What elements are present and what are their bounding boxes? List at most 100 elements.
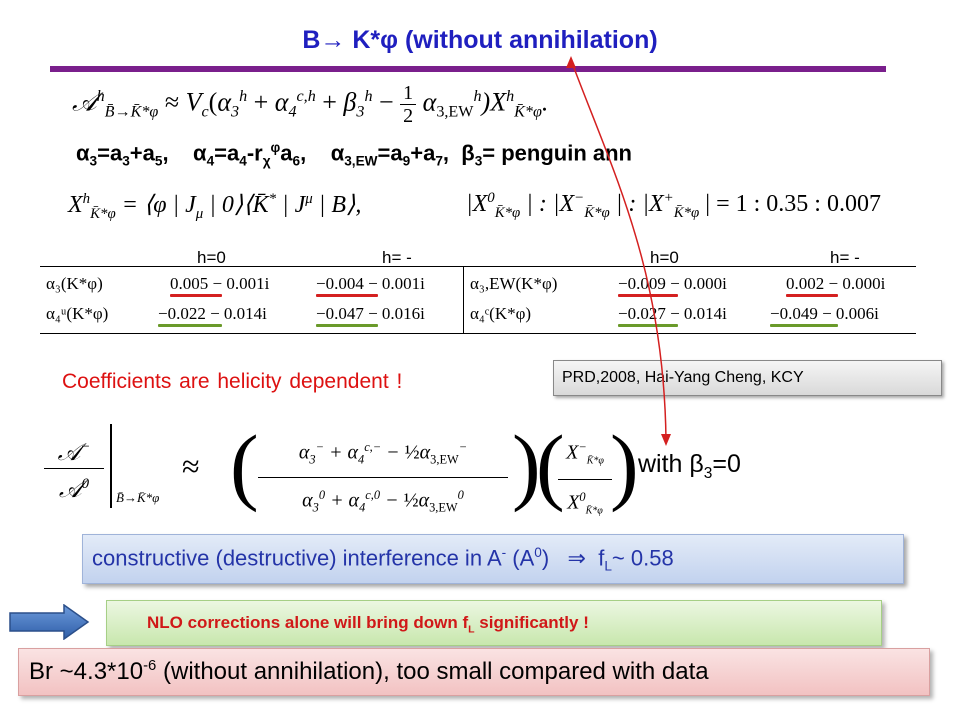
red-underline [170, 294, 222, 297]
eq3-d-half: ½ [403, 489, 419, 512]
green-underline [316, 324, 378, 327]
eq3-sub: B̄→K̄*φ [116, 490, 160, 505]
eq3-x-den: X [567, 491, 580, 514]
eq3-lhs: 𝒜− 𝒜0 [44, 432, 104, 505]
def2-sub: 4 [206, 153, 215, 169]
eq3-d-a4-sup: c,0 [365, 487, 381, 502]
helicity-label-2: h= - [382, 248, 412, 267]
red-underline [316, 294, 378, 297]
interference-mid: (A [506, 545, 535, 571]
right-arrow-icon [9, 604, 90, 640]
eq3-d-a3ew-sup: 0 [457, 487, 464, 502]
eq1-lhs: 𝒜 [72, 87, 97, 117]
def1-alpha: α [76, 140, 90, 166]
def2-alpha: α [193, 140, 207, 166]
eq1-plus2: + [322, 87, 337, 117]
reference-box: PRD,2008, Hai-Yang Cheng, KCY [553, 360, 942, 396]
eq1-x-sub: K̄*φ [514, 103, 542, 121]
interference-text: constructive (destructive) interference … [92, 545, 502, 571]
eq1-a3: α [217, 87, 231, 117]
eq2-x-sub: K̄*φ [90, 205, 116, 222]
def2-sup3: φ [270, 140, 281, 155]
eq3-eval-bar [110, 424, 112, 508]
eq3-d-p1: + α [325, 489, 360, 512]
eq1-plus1: + [253, 87, 269, 117]
helicity-dependence-note: Coefficients are helicity dependent ! [62, 370, 403, 393]
eq1-vc-sub: c [201, 103, 209, 121]
ratio-s2sub: K̄*φ [584, 204, 610, 221]
eq3-d-a3ew-sub: 3,EW [429, 500, 458, 515]
eq3-x-num: X [566, 441, 579, 464]
eq3-den: 𝒜 [58, 477, 82, 503]
table-cell: −0.009 − 0.000i [618, 274, 727, 293]
eq1-a3ew-sup: h [473, 87, 482, 105]
green-underline [770, 324, 838, 327]
amplitude-ratio-equation: 𝒜− 𝒜0 B̄→K̄*φ ≈ ( α3− + α4c,− − ½α3,EW− … [44, 417, 639, 518]
helicity-ratio-equation: |X0K̄*φ | : |X−K̄*φ | : |X+K̄*φ | = 1 : … [466, 190, 881, 222]
nlo-end: significantly ! [474, 613, 589, 632]
eq1-a4-sup: c,h [296, 87, 316, 105]
interference-sup1: - [501, 545, 507, 560]
eq1-a4-sub: 4 [288, 103, 297, 121]
green-underline [618, 324, 678, 327]
eq1-a3-sub: 3 [231, 103, 240, 121]
ratio-p1: |X [466, 191, 488, 217]
nlo-text: NLO corrections alone will bring down f [147, 613, 469, 632]
eq2-end: | B⟩, [312, 192, 362, 218]
def4-rest: = penguin ann [482, 140, 632, 166]
def2-sub3: χ [262, 153, 271, 169]
eq3-n-a3-sub: 3 [309, 452, 316, 467]
def3-alpha: α [330, 140, 345, 166]
eq3-d-a4-sub: 4 [359, 500, 366, 515]
title-b: B [302, 26, 321, 54]
table-cell: 0.002 − 0.000i [786, 274, 886, 293]
def3-comma: , [442, 140, 450, 166]
table-row-label: α₃,EW(K*φ) [470, 274, 558, 293]
eq3-x-num-sup: − [578, 440, 587, 454]
helicity-label-4: h= - [830, 248, 860, 267]
coefficient-definitions: α3=a3+a5, α4=a4-rχφa6, α3,EW=a9+a7, β3= … [76, 140, 632, 169]
slide-title: B→ K*φ (without annihilation) [0, 26, 960, 55]
ratio-s3sup: + [663, 190, 674, 206]
ratio-s1sub: K̄*φ [494, 204, 521, 221]
br-text: Br ~4.3*10 [29, 658, 144, 685]
ratio-p3: | : |X [609, 191, 664, 217]
eq1-x-sup: h [506, 87, 515, 105]
eq1-frac-den: 2 [403, 105, 414, 127]
eq3-n-half: ½ [404, 441, 420, 464]
eq3-approx: ≈ [182, 448, 200, 484]
eq2-mu1: μ [195, 205, 204, 222]
interference-close: ) [541, 545, 550, 571]
table-cell: −0.027 − 0.014i [618, 304, 727, 323]
eq1-a3-sup: h [239, 87, 248, 105]
eq3-n-a3ew-sup: − [458, 440, 468, 454]
with-beta: β [689, 450, 704, 478]
ratio-s2sup: − [574, 190, 585, 206]
title-divider [50, 66, 886, 72]
eq2-mid: | 0⟩⟨K̄ [203, 192, 269, 218]
eq2-x-sup: h [82, 191, 91, 207]
eq1-frac: 1 2 [400, 82, 417, 127]
table-row-label: α₃(K*φ) [46, 274, 103, 293]
interference-sup2: 0 [534, 545, 542, 560]
title-rest: (without annihilation) [398, 26, 658, 54]
def4-sub: 3 [474, 153, 483, 169]
def2-sub2: 4 [239, 153, 247, 169]
eq3-paren-open-2: ( [536, 417, 565, 513]
matrix-element-equation: XhK̄*φ = ⟨φ | Jμ | 0⟩⟨K̄* | Jμ | B⟩, [68, 190, 361, 223]
table-cell: 0.005 − 0.001i [170, 274, 270, 293]
eq3-n-a3ew: α [419, 441, 431, 464]
def1-sub3: 5 [154, 153, 163, 169]
eq1-vc: V [185, 87, 202, 117]
interference-box: constructive (destructive) interference … [82, 534, 904, 584]
eq3-paren-open: ( [230, 417, 259, 513]
table-divider [463, 266, 464, 334]
eq3-paren-close: ) [512, 417, 541, 513]
eq1-a3ew-sub: 3,EW [436, 103, 474, 121]
ratio-p2: | : |X [520, 191, 575, 217]
eq3-d-m: − [380, 489, 404, 512]
eq1-dot: . [541, 87, 549, 117]
table-top-rule [40, 266, 916, 267]
eq3-x-num-sub: K̄*φ [586, 455, 604, 467]
eq2-star: * [268, 191, 277, 207]
